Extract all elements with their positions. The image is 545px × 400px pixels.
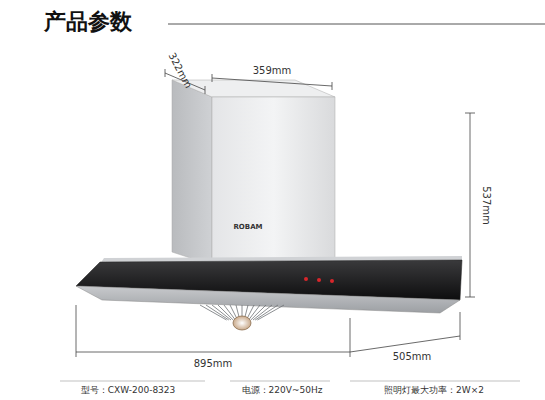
fan-fin [212, 305, 231, 320]
touch-button [304, 277, 308, 281]
fan-fin [253, 305, 272, 320]
spec-text: 型号：CXW-200-8323 [81, 386, 176, 396]
chimney-front [212, 97, 335, 265]
lamp [233, 316, 251, 330]
dimension-label: 505mm [393, 351, 432, 362]
spec-text: 电源：220V~50Hz [242, 386, 323, 396]
spec-rules [60, 381, 520, 382]
fan-fin [257, 305, 284, 320]
fan-fin [255, 305, 278, 320]
page-title: 产品参数 [44, 10, 132, 34]
spec-text: 照明灯最大功率：2W×2 [384, 386, 484, 396]
dimension-label: 537mm [480, 186, 491, 225]
brand-logo: ROBAM [233, 224, 262, 232]
fan-fin [200, 305, 227, 320]
hood-underside [76, 286, 460, 313]
touch-button [317, 278, 321, 282]
chimney-top [172, 80, 335, 97]
chimney-side [172, 80, 212, 265]
dimension-lines [76, 69, 475, 357]
header-rule [168, 24, 545, 25]
dimension-label: 359mm [253, 65, 292, 76]
touch-button [330, 279, 334, 283]
dimension-label: 895mm [194, 358, 233, 369]
